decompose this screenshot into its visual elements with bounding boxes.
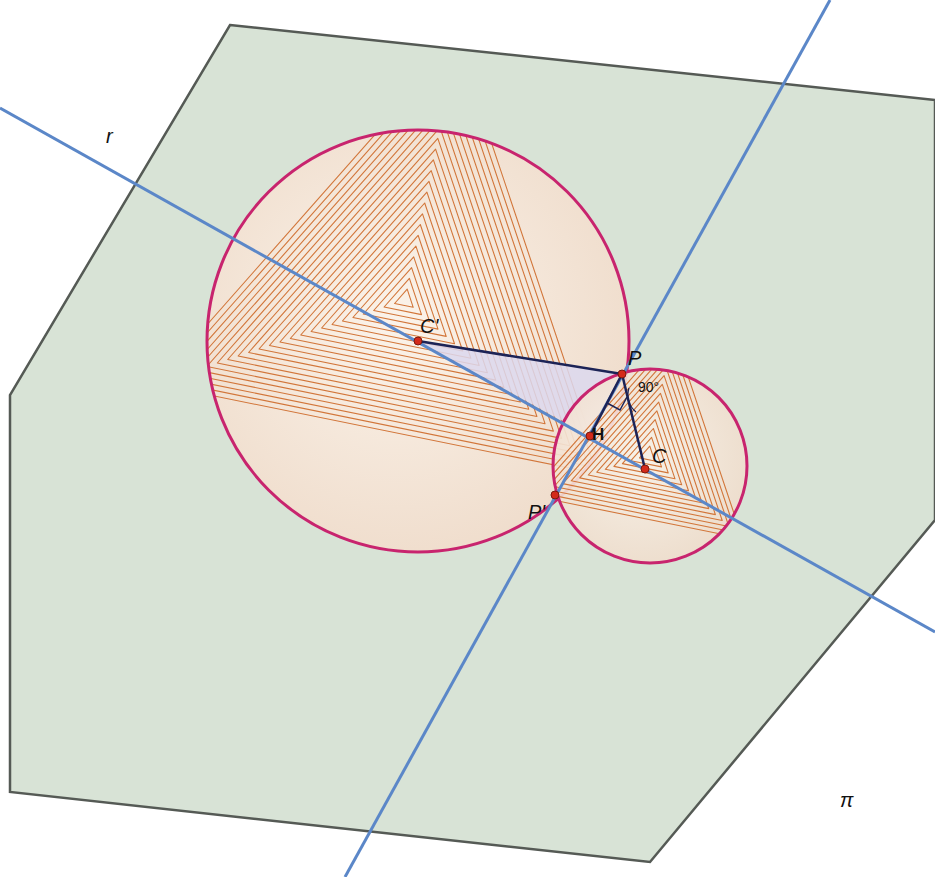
right-angle-mark	[607, 397, 627, 410]
angle-label: 90°	[638, 380, 659, 394]
point-label: C	[652, 446, 666, 466]
point-label: P'	[528, 502, 545, 522]
line-name: r	[106, 126, 113, 146]
line-r	[0, 108, 935, 632]
plane	[10, 25, 935, 862]
point-label: H	[592, 426, 604, 443]
line-pp	[345, 0, 830, 877]
angle-arc	[628, 388, 636, 412]
points	[414, 337, 649, 499]
point-label: P	[628, 348, 641, 368]
segments	[418, 341, 645, 469]
small-sphere	[529, 332, 748, 564]
plane-label: π	[840, 790, 853, 810]
point-label: C'	[420, 316, 438, 336]
